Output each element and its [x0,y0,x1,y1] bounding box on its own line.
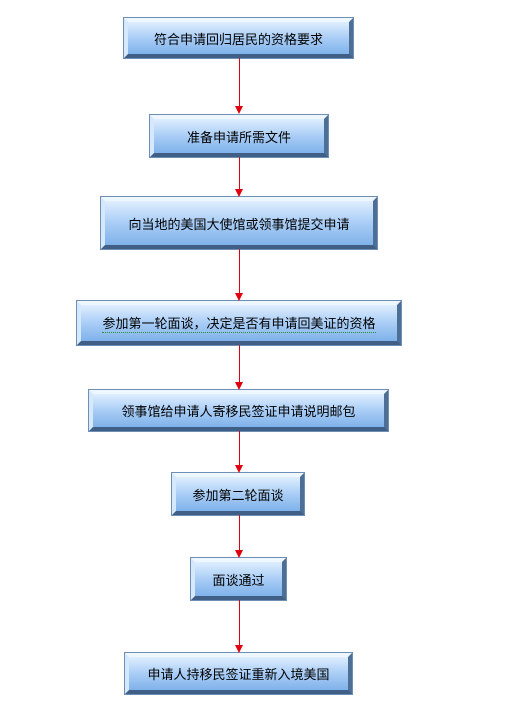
arrow-1-line [239,58,240,106]
step-box-7: 面谈通过 [191,558,286,600]
arrow-5-line [239,431,240,465]
arrow-1-head [235,106,243,114]
step-box-8: 申请人持移民签证重新入境美国 [125,653,352,694]
step-label-5: 领事馆给申请人寄移民签证申请说明邮包 [121,405,356,420]
step-label-2: 准备申请所需文件 [186,130,291,146]
step-box-6: 参加第二轮面谈 [172,473,304,515]
arrow-5-head [235,465,243,473]
step-label-7: 面谈通过 [212,573,265,589]
arrow-4-line [239,345,240,382]
arrow-3-head [235,293,243,301]
step-box-2: 准备申请所需文件 [150,115,328,157]
arrow-7-line [239,600,240,645]
step-label-6: 参加第二轮面谈 [192,488,284,504]
step-label-3: 向当地的美国大使馆或领事馆提交申请 [128,217,350,233]
step-label-8: 申请人持移民签证重新入境美国 [147,668,330,683]
arrow-3-line [239,249,240,293]
step-label-4: 参加第一轮面谈，决定是否有申请回美证的资格 [102,313,376,333]
step-label-1: 符合申请回归居民的资格要求 [153,32,323,48]
arrow-4-head [235,382,243,390]
step-box-4: 参加第一轮面谈，决定是否有申请回美证的资格 [77,301,401,345]
arrow-6-head [235,550,243,558]
arrow-2-head [235,189,243,197]
arrow-7-head [235,645,243,653]
arrow-2-line [239,157,240,189]
step-box-5: 领事馆给申请人寄移民签证申请说明邮包 [89,390,388,431]
step-box-1: 符合申请回归居民的资格要求 [124,18,353,58]
step-box-3: 向当地的美国大使馆或领事馆提交申请 [101,197,377,249]
arrow-6-line [239,515,240,550]
